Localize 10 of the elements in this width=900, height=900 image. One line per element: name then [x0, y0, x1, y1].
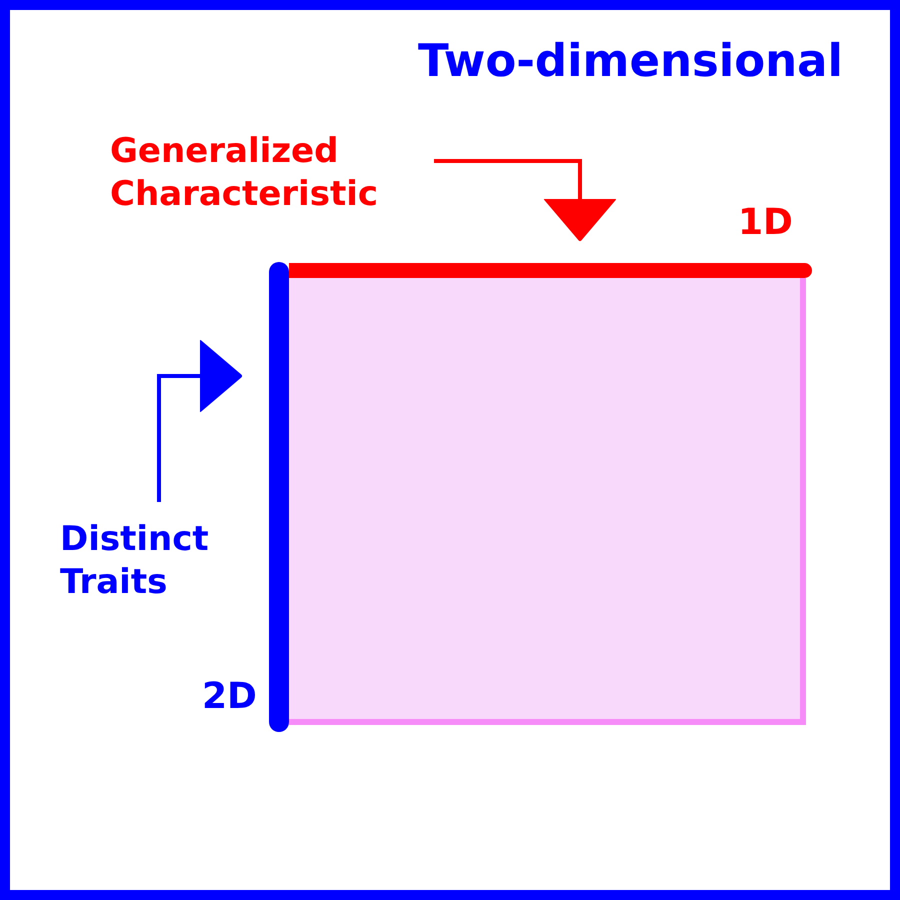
- text-label: Generalized Characteristic: [110, 130, 420, 215]
- arrow: [157, 340, 242, 502]
- axis-label: 2D: [202, 676, 257, 717]
- text-label: Distinct Traits: [60, 518, 240, 603]
- title: Two-dimensional: [418, 34, 843, 87]
- axis-bar: [269, 262, 289, 732]
- arrow: [434, 159, 616, 241]
- axis-bar: [289, 263, 812, 278]
- square-area: [289, 278, 806, 725]
- axis-label: 1D: [738, 202, 793, 243]
